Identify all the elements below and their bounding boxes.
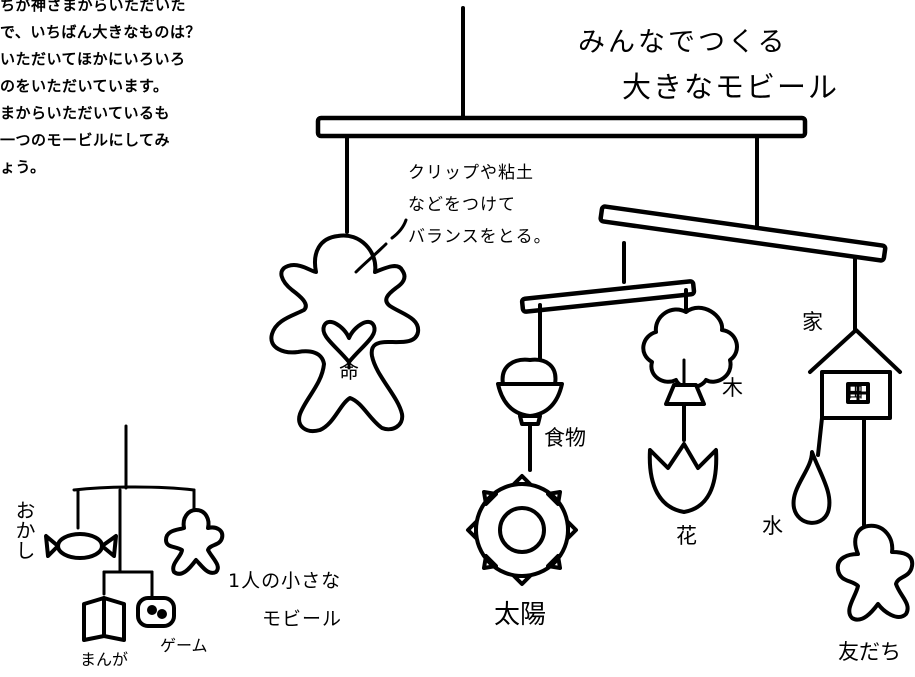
friends-label: 友だち — [838, 640, 901, 664]
intro-line: 一つのモービルにしてみ — [0, 131, 171, 149]
note-line-2: などをつけて — [408, 195, 516, 215]
intro-line: のをいただいています。 — [0, 77, 169, 95]
big-mobile — [269, 6, 915, 622]
intro-line: いただいてほかにいろいろ — [0, 50, 186, 68]
small-mobile-title-1: 1人の小さな — [228, 570, 342, 592]
house-icon — [808, 328, 902, 527]
house-glyph-label: 田 — [848, 383, 864, 401]
snacks-label: おかし — [12, 500, 36, 560]
intro-line: で、いちばん大きなものは？ — [0, 23, 201, 41]
note-line-1: クリップや粘土 — [408, 163, 534, 183]
friend-figure-icon — [835, 523, 915, 622]
small-mobile-title-2: モビール — [262, 608, 343, 630]
game-icon — [136, 596, 176, 628]
flower-icon — [647, 442, 719, 514]
small-mobile — [44, 424, 225, 642]
lower-bar — [519, 279, 697, 314]
intro-line: ちが神さまからいただいた — [0, 0, 187, 14]
tree-label: 木 — [722, 376, 743, 400]
water-label: 水 — [762, 514, 783, 538]
game-label: ゲーム — [160, 636, 208, 655]
intro-text: ちが神さまからいただいた で、いちばん大きなものは？ いただいてほかにいろいろ … — [0, 0, 300, 181]
house-label: 家 — [802, 310, 823, 334]
manga-label: まんが — [80, 650, 129, 669]
food-label: 食物 — [544, 426, 586, 450]
note-line-3: バランスをとる。 — [408, 227, 552, 247]
intro-line: ょう。 — [0, 158, 46, 176]
candy-icon — [44, 532, 118, 560]
title-line-1: みんなでつくる — [578, 27, 788, 58]
right-bar — [598, 204, 888, 263]
book-icon — [82, 596, 126, 642]
food-bowl-icon — [500, 357, 558, 386]
sun-label: 太陽 — [494, 600, 547, 630]
heart-glyph-label: 命 — [339, 359, 359, 383]
flower-label: 花 — [676, 524, 697, 548]
sun-icon — [466, 474, 578, 586]
small-figure-icon — [164, 508, 225, 576]
intro-line: まからいただいているも — [0, 104, 171, 122]
title-line-2: 大きなモビール — [622, 70, 840, 104]
water-drop-icon — [791, 450, 832, 525]
top-bar — [315, 115, 808, 139]
